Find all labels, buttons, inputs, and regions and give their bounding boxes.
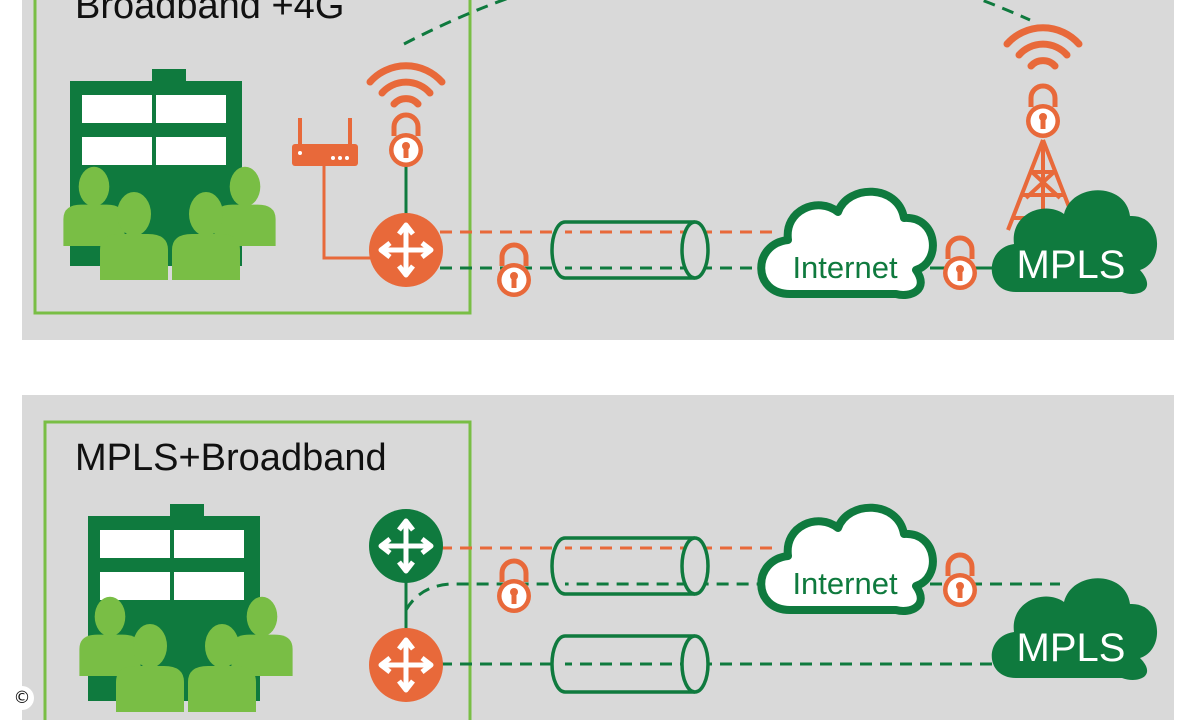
panel-title: Broadband +4G	[75, 0, 344, 27]
panel-mpls-broadband: MPLS+Broadband	[22, 395, 1174, 720]
router-icon	[369, 509, 443, 583]
cloud-icon	[991, 190, 1158, 294]
cloud-icon	[757, 187, 937, 299]
cloud-internet-label: Internet	[792, 250, 898, 285]
cloud-internet-label: Internet	[792, 566, 898, 601]
router-cable	[322, 166, 372, 260]
panel-broadband-4g: Broadband +4G	[22, 0, 1174, 340]
cloud-icon	[991, 578, 1158, 680]
vpn-link	[404, 582, 780, 611]
cloud-icon	[757, 503, 937, 615]
branch-site-frame	[33, 0, 472, 315]
branch-site-frame	[43, 420, 472, 720]
router-icon	[369, 213, 443, 287]
router-icon	[369, 628, 443, 702]
cloud-mpls-label: MPLS	[1017, 243, 1126, 287]
panel-title: MPLS+Broadband	[75, 437, 387, 479]
lte-router-icon	[292, 118, 358, 166]
copyright-badge: ©	[10, 686, 34, 710]
cloud-mpls-label: MPLS	[1017, 626, 1126, 670]
